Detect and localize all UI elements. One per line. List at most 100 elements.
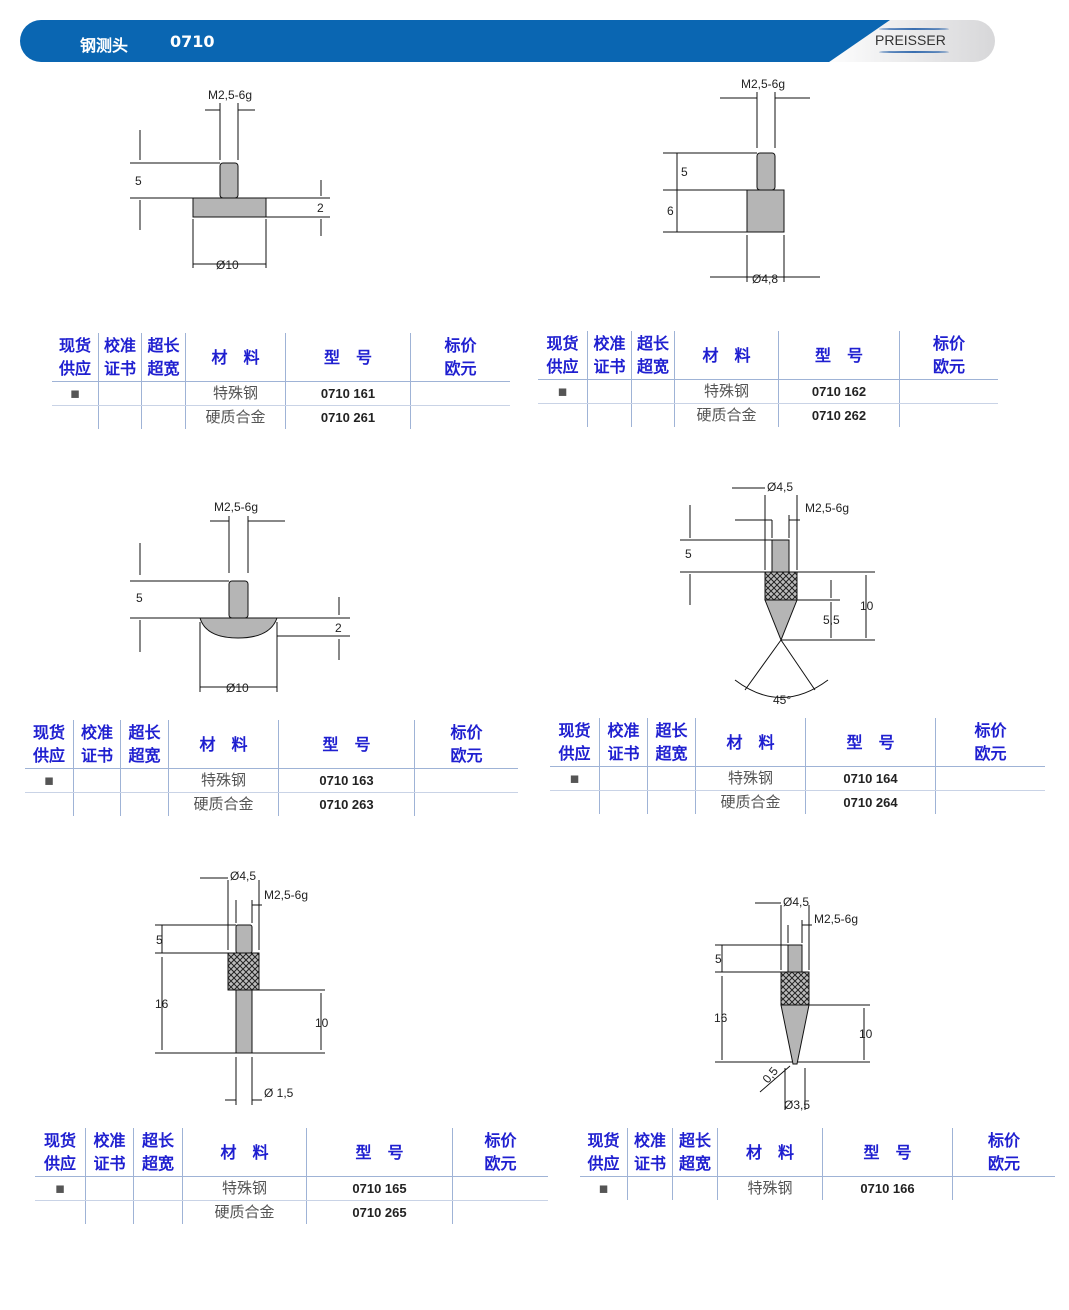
dim-height: 5	[136, 591, 143, 605]
header-material-label: 材 料	[745, 1142, 794, 1162]
dim-angle: 45°	[773, 693, 791, 707]
dim-thread: M2,5-6g	[208, 88, 252, 102]
page-title: 钢测头	[80, 36, 129, 55]
cell-model: 0710 161	[285, 382, 410, 405]
header-long-line: 超宽	[147, 359, 180, 378]
header-stock-line: 现货	[558, 721, 591, 740]
cell-material: 硬质合金	[168, 793, 278, 816]
header-stock-line: 供应	[32, 746, 65, 765]
cell-model: 0710 166	[822, 1177, 952, 1200]
header-stock: 现货供应	[35, 1128, 85, 1176]
cell-model: 0710 265	[306, 1201, 452, 1224]
header-price: 标价欧元	[952, 1128, 1055, 1176]
header-material: 材 料	[185, 333, 285, 381]
cell-cert	[587, 404, 631, 427]
cell-price	[410, 406, 510, 429]
cell-long	[647, 791, 695, 814]
header-cert-line: 校准	[593, 334, 626, 353]
header-cert-line: 证书	[103, 359, 136, 378]
header-material: 材 料	[168, 720, 278, 768]
table-header-row: 现货供应校准证书超长超宽材 料型 号标价欧元	[25, 720, 518, 769]
dim-height: 5,5	[823, 613, 840, 627]
dim-height: 10	[859, 1027, 873, 1041]
dim-diameter: Ø 1,5	[264, 1086, 294, 1100]
header-cert: 校准证书	[587, 331, 631, 379]
header-cert-line: 证书	[80, 746, 113, 765]
header-price-line: 标价	[444, 336, 477, 355]
cell-long	[120, 793, 168, 816]
header-price: 标价欧元	[899, 331, 998, 379]
header-stock-line: 供应	[58, 359, 91, 378]
header-price-line: 标价	[987, 1131, 1020, 1150]
header-long-line: 超长	[678, 1131, 711, 1150]
cell-price	[414, 793, 518, 816]
header-stock-line: 供应	[43, 1154, 76, 1173]
cell-stock: ▪	[43, 771, 55, 789]
cell-model: 0710 261	[285, 406, 410, 429]
stylus-drawing-6	[715, 902, 870, 1110]
header-cert-line: 校准	[607, 721, 640, 740]
header-cert-line: 校准	[633, 1131, 666, 1150]
header-stock: 现货供应	[25, 720, 73, 768]
cell-cert	[98, 382, 141, 405]
header-cert-line: 校准	[93, 1131, 126, 1150]
header-price-line: 欧元	[974, 744, 1007, 763]
header-long-line: 超宽	[636, 357, 669, 376]
header-material: 材 料	[182, 1128, 306, 1176]
header-long-line: 超宽	[678, 1154, 711, 1173]
dim-thread: M2,5-6g	[741, 77, 785, 91]
cell-stock	[52, 406, 98, 429]
cell-stock: ▪	[69, 384, 81, 402]
cell-material: 特殊钢	[185, 382, 285, 405]
cell-price	[935, 791, 1045, 814]
stylus-drawing-3	[130, 516, 350, 692]
dim-tip-radius: 0,5	[760, 1064, 782, 1086]
cell-long	[120, 769, 168, 792]
header-cert-line: 证书	[607, 744, 640, 763]
cell-model: 0710 262	[778, 404, 899, 427]
header-price: 标价欧元	[410, 333, 510, 381]
header-price-line: 标价	[974, 721, 1007, 740]
header-price-line: 标价	[932, 334, 965, 353]
cell-stock	[550, 791, 599, 814]
header-price: 标价欧元	[452, 1128, 548, 1176]
cell-model: 0710 162	[778, 380, 899, 403]
cell-cert	[85, 1201, 133, 1224]
header-long-line: 超长	[147, 336, 180, 355]
header-model: 型 号	[278, 720, 414, 768]
dim-height: 2	[335, 621, 342, 635]
table-header-row: 现货供应校准证书超长超宽材 料型 号标价欧元	[580, 1128, 1055, 1177]
cell-long	[133, 1201, 182, 1224]
cell-price	[452, 1177, 548, 1200]
table-header-row: 现货供应校准证书超长超宽材 料型 号标价欧元	[52, 333, 510, 382]
cell-material: 特殊钢	[695, 767, 805, 790]
dim-diameter: Ø4,5	[767, 480, 793, 494]
cell-material: 特殊钢	[674, 380, 778, 403]
header-cert-line: 校准	[80, 723, 113, 742]
header-stock: 现货供应	[550, 718, 599, 766]
cell-model: 0710 264	[805, 791, 935, 814]
header-price-line: 欧元	[932, 357, 965, 376]
cell-material: 硬质合金	[695, 791, 805, 814]
table-header-row: 现货供应校准证书超长超宽材 料型 号标价欧元	[538, 331, 998, 380]
header-stock-line: 供应	[546, 357, 579, 376]
header-long: 超长超宽	[120, 720, 168, 768]
header-model-label: 型 号	[322, 734, 371, 754]
dim-height: 6	[667, 204, 674, 218]
header-model-label: 型 号	[323, 347, 372, 367]
header-long-line: 超宽	[141, 1154, 174, 1173]
dim-thread: M2,5-6g	[814, 912, 858, 926]
cell-cert	[599, 791, 647, 814]
dim-diameter: Ø10	[216, 258, 239, 272]
header-model-label: 型 号	[846, 732, 895, 752]
dim-thread: M2,5-6g	[805, 501, 849, 515]
cell-cert	[85, 1177, 133, 1200]
